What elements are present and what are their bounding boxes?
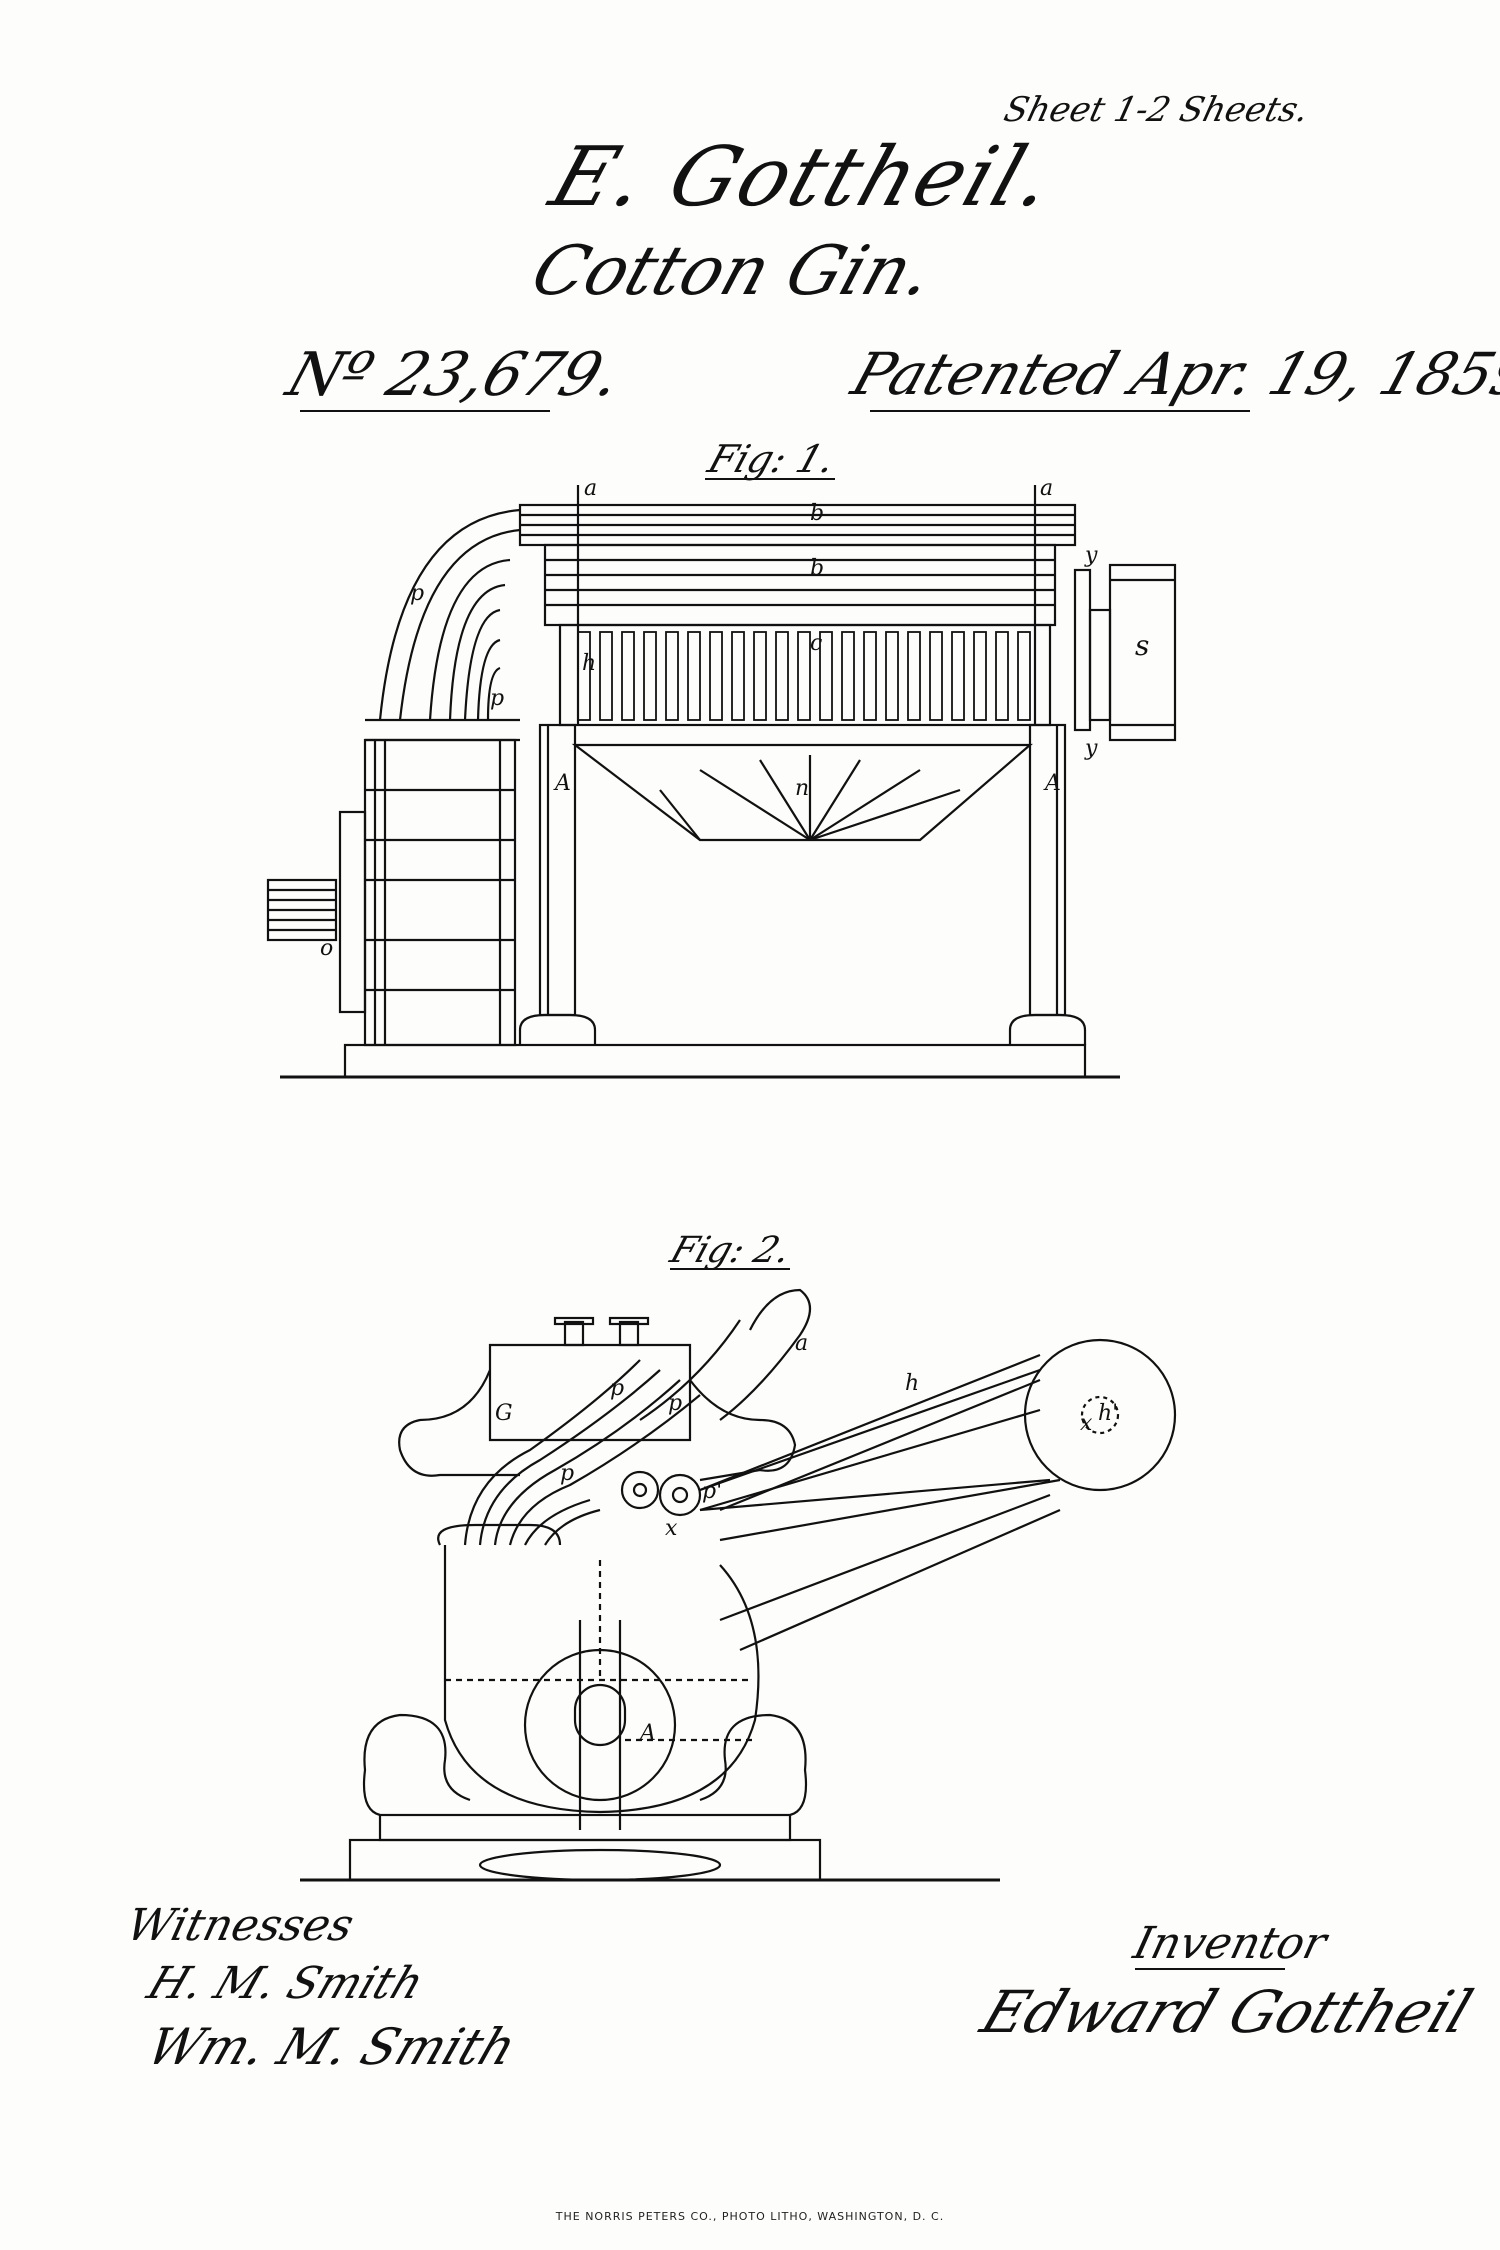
fig1-ref-y-top: y [1084,543,1098,568]
figure-2-label-underline [670,1268,790,1270]
saw-disc [863,631,877,721]
fig1-ref-p-lower: p [490,686,504,711]
inventor-signature: Edward Gottheil [972,1978,1482,2046]
saw-disc [621,631,635,721]
saw-disc [929,631,943,721]
fig1-ref-a-right: a [1040,476,1053,501]
fig2-ref-o: A [638,1721,656,1746]
saw-disc [577,631,591,721]
saw-disc [1017,631,1031,721]
figure-1-label-underline [705,478,835,480]
saw-disc [797,631,811,721]
patent-number-underline [300,410,550,412]
witnesses-label: Witnesses [121,1900,359,1951]
fig1-ref-s: s [1135,629,1149,662]
saw-disc [819,631,833,721]
fig2-ref-p-lower: p [560,1461,574,1486]
fig1-ref-o: o [320,936,333,961]
fig2-ref-G: h [905,1371,919,1396]
inventor-label-underline [1135,1968,1285,1970]
fig2-ref-A: x [665,1516,678,1541]
fig2-ref-x: p' [702,1479,722,1504]
fig2-ref-a: a [795,1331,808,1356]
saw-disc [643,631,657,721]
figure-2-label: Fig: 2. [665,1230,797,1271]
printer-credit: THE NORRIS PETERS CO., PHOTO LITHO, WASH… [555,2210,945,2223]
fig2-ref-p-prime: p [668,1391,682,1416]
saw-disc [731,631,745,721]
saw-disc [885,631,899,721]
saw-disc [951,631,965,721]
saw-disc [775,631,789,721]
fig1-ref-b: b [810,556,824,581]
fig2-ref-h-prime: x [1080,1411,1093,1436]
fig2-ref-p-left: G [495,1401,513,1426]
fig1-ref-A-right: A [1043,771,1061,796]
saw-disc [995,631,1009,721]
patent-date-underline [870,410,1250,412]
inventor-label: Inventor [1128,1918,1332,1969]
fig2-ref-p-mid: p [610,1376,624,1401]
fig2-ref-h: h' [1098,1401,1118,1426]
saw-disc [753,631,767,721]
saw-disc [687,631,701,721]
witness-signature-1: H. M. Smith [140,1958,431,2009]
fig1-ref-h: h [582,651,596,676]
saw-disc [841,631,855,721]
saw-disc [907,631,921,721]
figure-1-drawing: a a b b c y y s h p p n A A o [266,476,1177,1079]
saw-disc [973,631,987,721]
fig1-ref-A-left: A [553,771,571,796]
fig1-ref-a-left: a [584,476,597,501]
fig1-ref-c: c [810,631,822,656]
fig1-ref-n: n [795,776,809,801]
witness-signature-2: Wm. M. Smith [139,2018,525,2076]
fig1-ref-b-top: b [810,501,824,526]
saw-disc [599,631,613,721]
saw-disc [709,631,723,721]
fig1-ref-y-bottom: y [1084,736,1098,761]
fig1-ref-p-upper: p [410,581,424,606]
saw-disc [665,631,679,721]
